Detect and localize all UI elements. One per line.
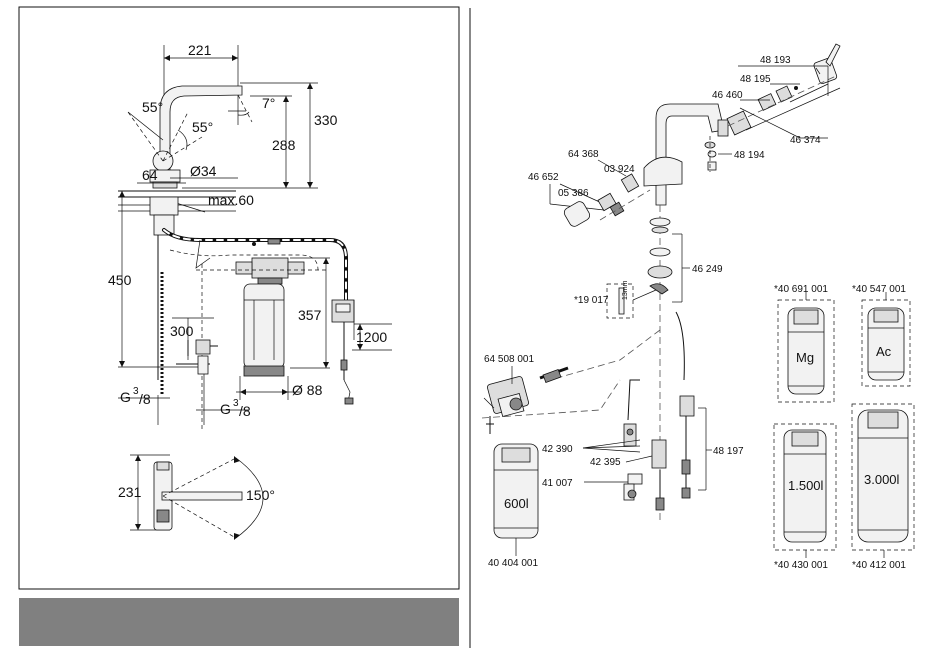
part-05386: 05 386 (558, 188, 589, 199)
g38-right-sub: /8 (239, 403, 251, 419)
dim-357: 357 (298, 307, 322, 323)
angle-valve (196, 340, 210, 354)
dim-d34: Ø34 (190, 163, 217, 179)
g38-left-sub: /8 (139, 391, 151, 407)
part-48197: 48 197 (713, 446, 744, 457)
part-40691: *40 691 001 (774, 284, 828, 295)
filter-mg-label: Mg (796, 350, 814, 365)
g38-left-g: G (120, 389, 131, 405)
part-46374: 46 374 (790, 135, 821, 146)
filter-ac-label: Ac (876, 344, 892, 359)
part-40430: *40 430 001 (774, 560, 828, 571)
control-box-spare (680, 396, 694, 416)
angle-55b: 55° (192, 119, 213, 135)
dim-300: 300 (170, 323, 194, 339)
filter-3000l-label: 3.000l (864, 472, 900, 487)
part-46249: 46 249 (692, 264, 723, 275)
left-panel: 221 55° 55° 7° 330 288 64 (19, 7, 459, 646)
filter-1500l-label: 1.500l (788, 478, 824, 493)
part-19017: *19 017 (574, 295, 609, 306)
filter-cartridge (244, 284, 284, 368)
filter-600l-label: 600l (504, 496, 529, 511)
part-41007: 41 007 (542, 478, 573, 489)
dim-64: 64 (142, 167, 158, 183)
dim-221: 221 (188, 42, 212, 58)
filter-600l: 600l (494, 444, 538, 538)
footer-bar (19, 598, 459, 646)
filter-1500l: 1.500l (774, 424, 836, 558)
right-panel: 48 193 48 195 46 460 46 374 48 194 64 36… (482, 44, 914, 571)
part-48194: 48 194 (734, 150, 765, 161)
angle-7: 7° (262, 95, 275, 111)
dim-450: 450 (108, 272, 132, 288)
part-40404: 40 404 001 (488, 558, 538, 569)
part-03924: 03 924 (604, 164, 635, 175)
part-13mm: 13mm (622, 280, 629, 300)
part-40547: *40 547 001 (852, 284, 906, 295)
filter-ac: Ac (862, 292, 910, 386)
dim-231: 231 (118, 484, 142, 500)
g38-right-g: G (220, 401, 231, 417)
part-48193: 48 193 (760, 55, 791, 66)
dim-330: 330 (314, 112, 338, 128)
handle-knob (562, 200, 591, 228)
dim-max60: max.60 (208, 192, 254, 208)
filter-head-assembly (484, 376, 529, 417)
part-42390: 42 390 (542, 444, 573, 455)
dim-1200: 1200 (356, 329, 387, 345)
top-view: 231 150° (118, 455, 275, 540)
t-connector (652, 440, 666, 468)
filter-mg: Mg (778, 292, 834, 402)
part-46460: 46 460 (712, 90, 743, 101)
part-64508: 64 508 001 (484, 354, 534, 365)
part-48195: 48 195 (740, 74, 771, 85)
part-46652: 46 652 (528, 172, 559, 183)
filter-head (252, 258, 288, 278)
part-64368: 64 368 (568, 149, 599, 160)
part-42395: 42 395 (590, 457, 621, 468)
filter-3000l: 3.000l (852, 404, 914, 558)
dim-288: 288 (272, 137, 296, 153)
angle-150: 150° (246, 487, 275, 503)
angle-55a: 55° (142, 99, 163, 115)
spout-top (162, 492, 242, 500)
part-40412: *40 412 001 (852, 560, 906, 571)
dim-d88: Ø 88 (292, 382, 323, 398)
